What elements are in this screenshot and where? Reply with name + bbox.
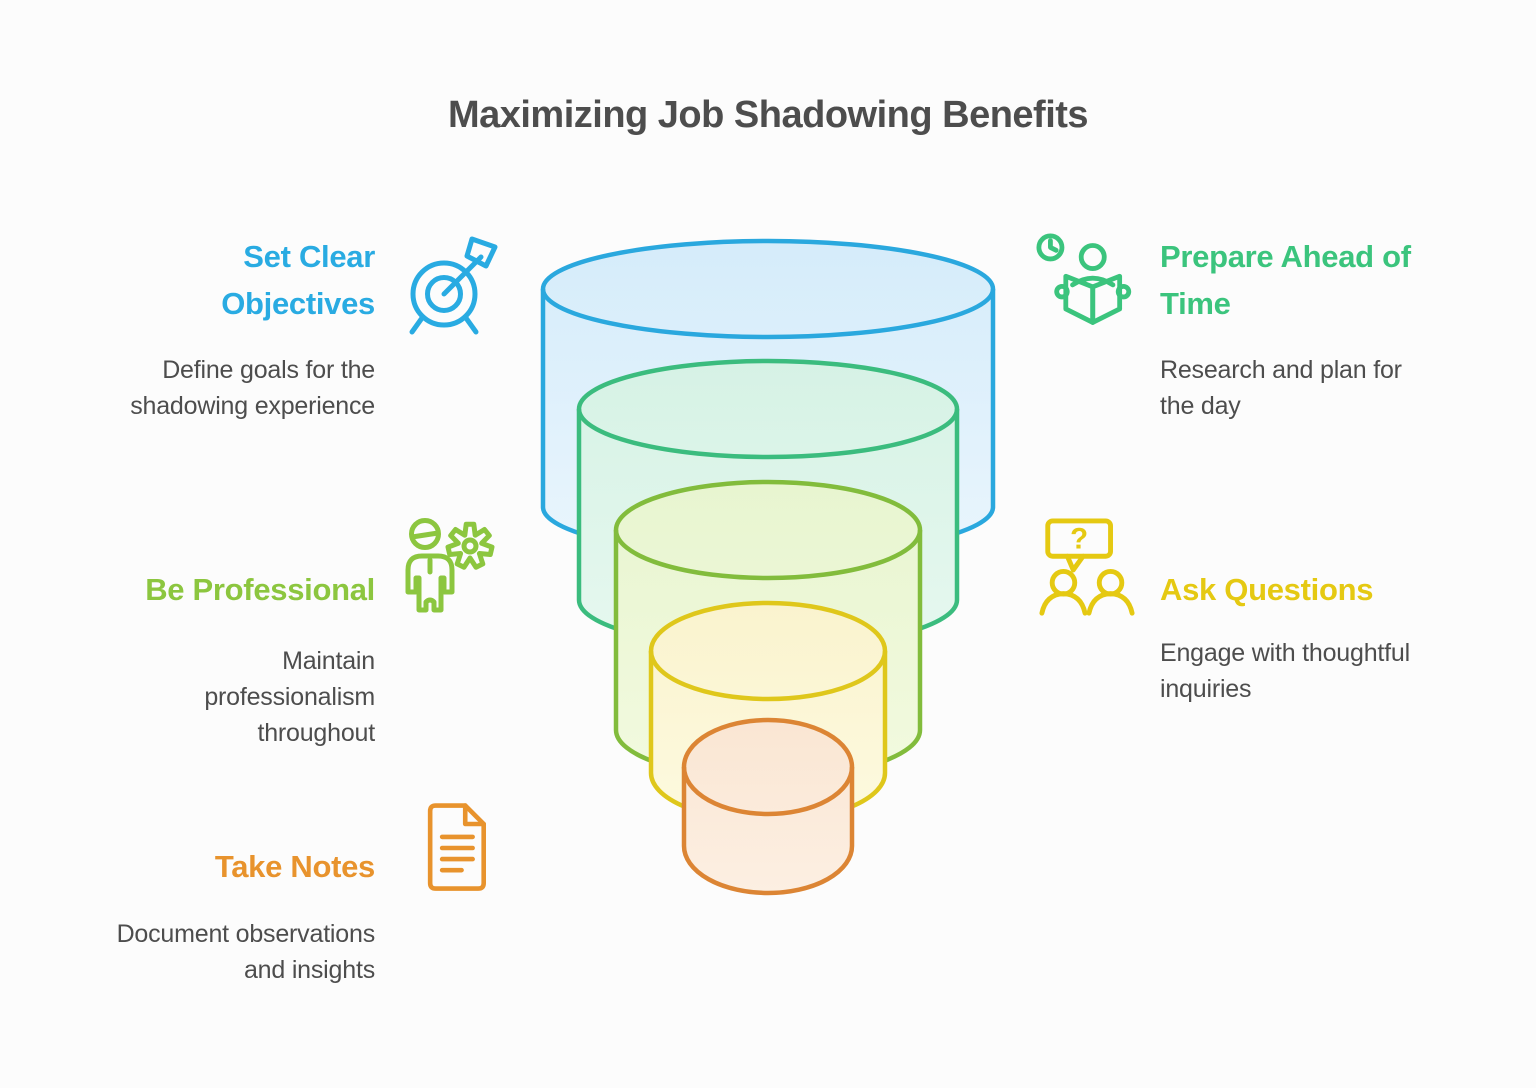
description-take-notes: Document observations and insights — [116, 920, 376, 984]
heading-take-notes: Take Notes — [214, 849, 375, 884]
funnel-level-4 — [681, 717, 855, 896]
document-icon — [408, 800, 504, 896]
heading-set-clear-objectives: Set Clear Objectives — [221, 239, 375, 321]
funnel-level-rim-0 — [540, 288, 996, 340]
svg-text:?: ? — [1070, 522, 1088, 555]
funnel-diagram — [540, 238, 996, 896]
target-arrow-icon — [402, 234, 506, 338]
funnel-level-rim-4 — [681, 766, 855, 817]
funnel-level-rim-2 — [613, 529, 923, 581]
description-ask-questions: Engage with thoughtful inquiries — [1160, 639, 1410, 703]
question-people-icon: ? — [1036, 518, 1138, 620]
description-prepare-ahead-of-time: Research and plan for the day — [1160, 356, 1402, 420]
description-be-professional: Maintain professionalism throughout — [204, 647, 375, 747]
page-title: Maximizing Job Shadowing Benefits — [447, 94, 1089, 136]
reader-clock-icon — [1036, 233, 1136, 333]
heading-be-professional: Be Professional — [145, 572, 375, 607]
person-gear-icon — [398, 516, 502, 620]
funnel-level-rim-3 — [648, 650, 888, 702]
heading-ask-questions: Ask Questions — [1160, 572, 1374, 607]
funnel-level-rim-1 — [576, 408, 960, 460]
heading-prepare-ahead-of-time: Prepare Ahead of Time — [1160, 239, 1411, 321]
description-set-clear-objectives: Define goals for the shadowing experienc… — [130, 356, 375, 420]
